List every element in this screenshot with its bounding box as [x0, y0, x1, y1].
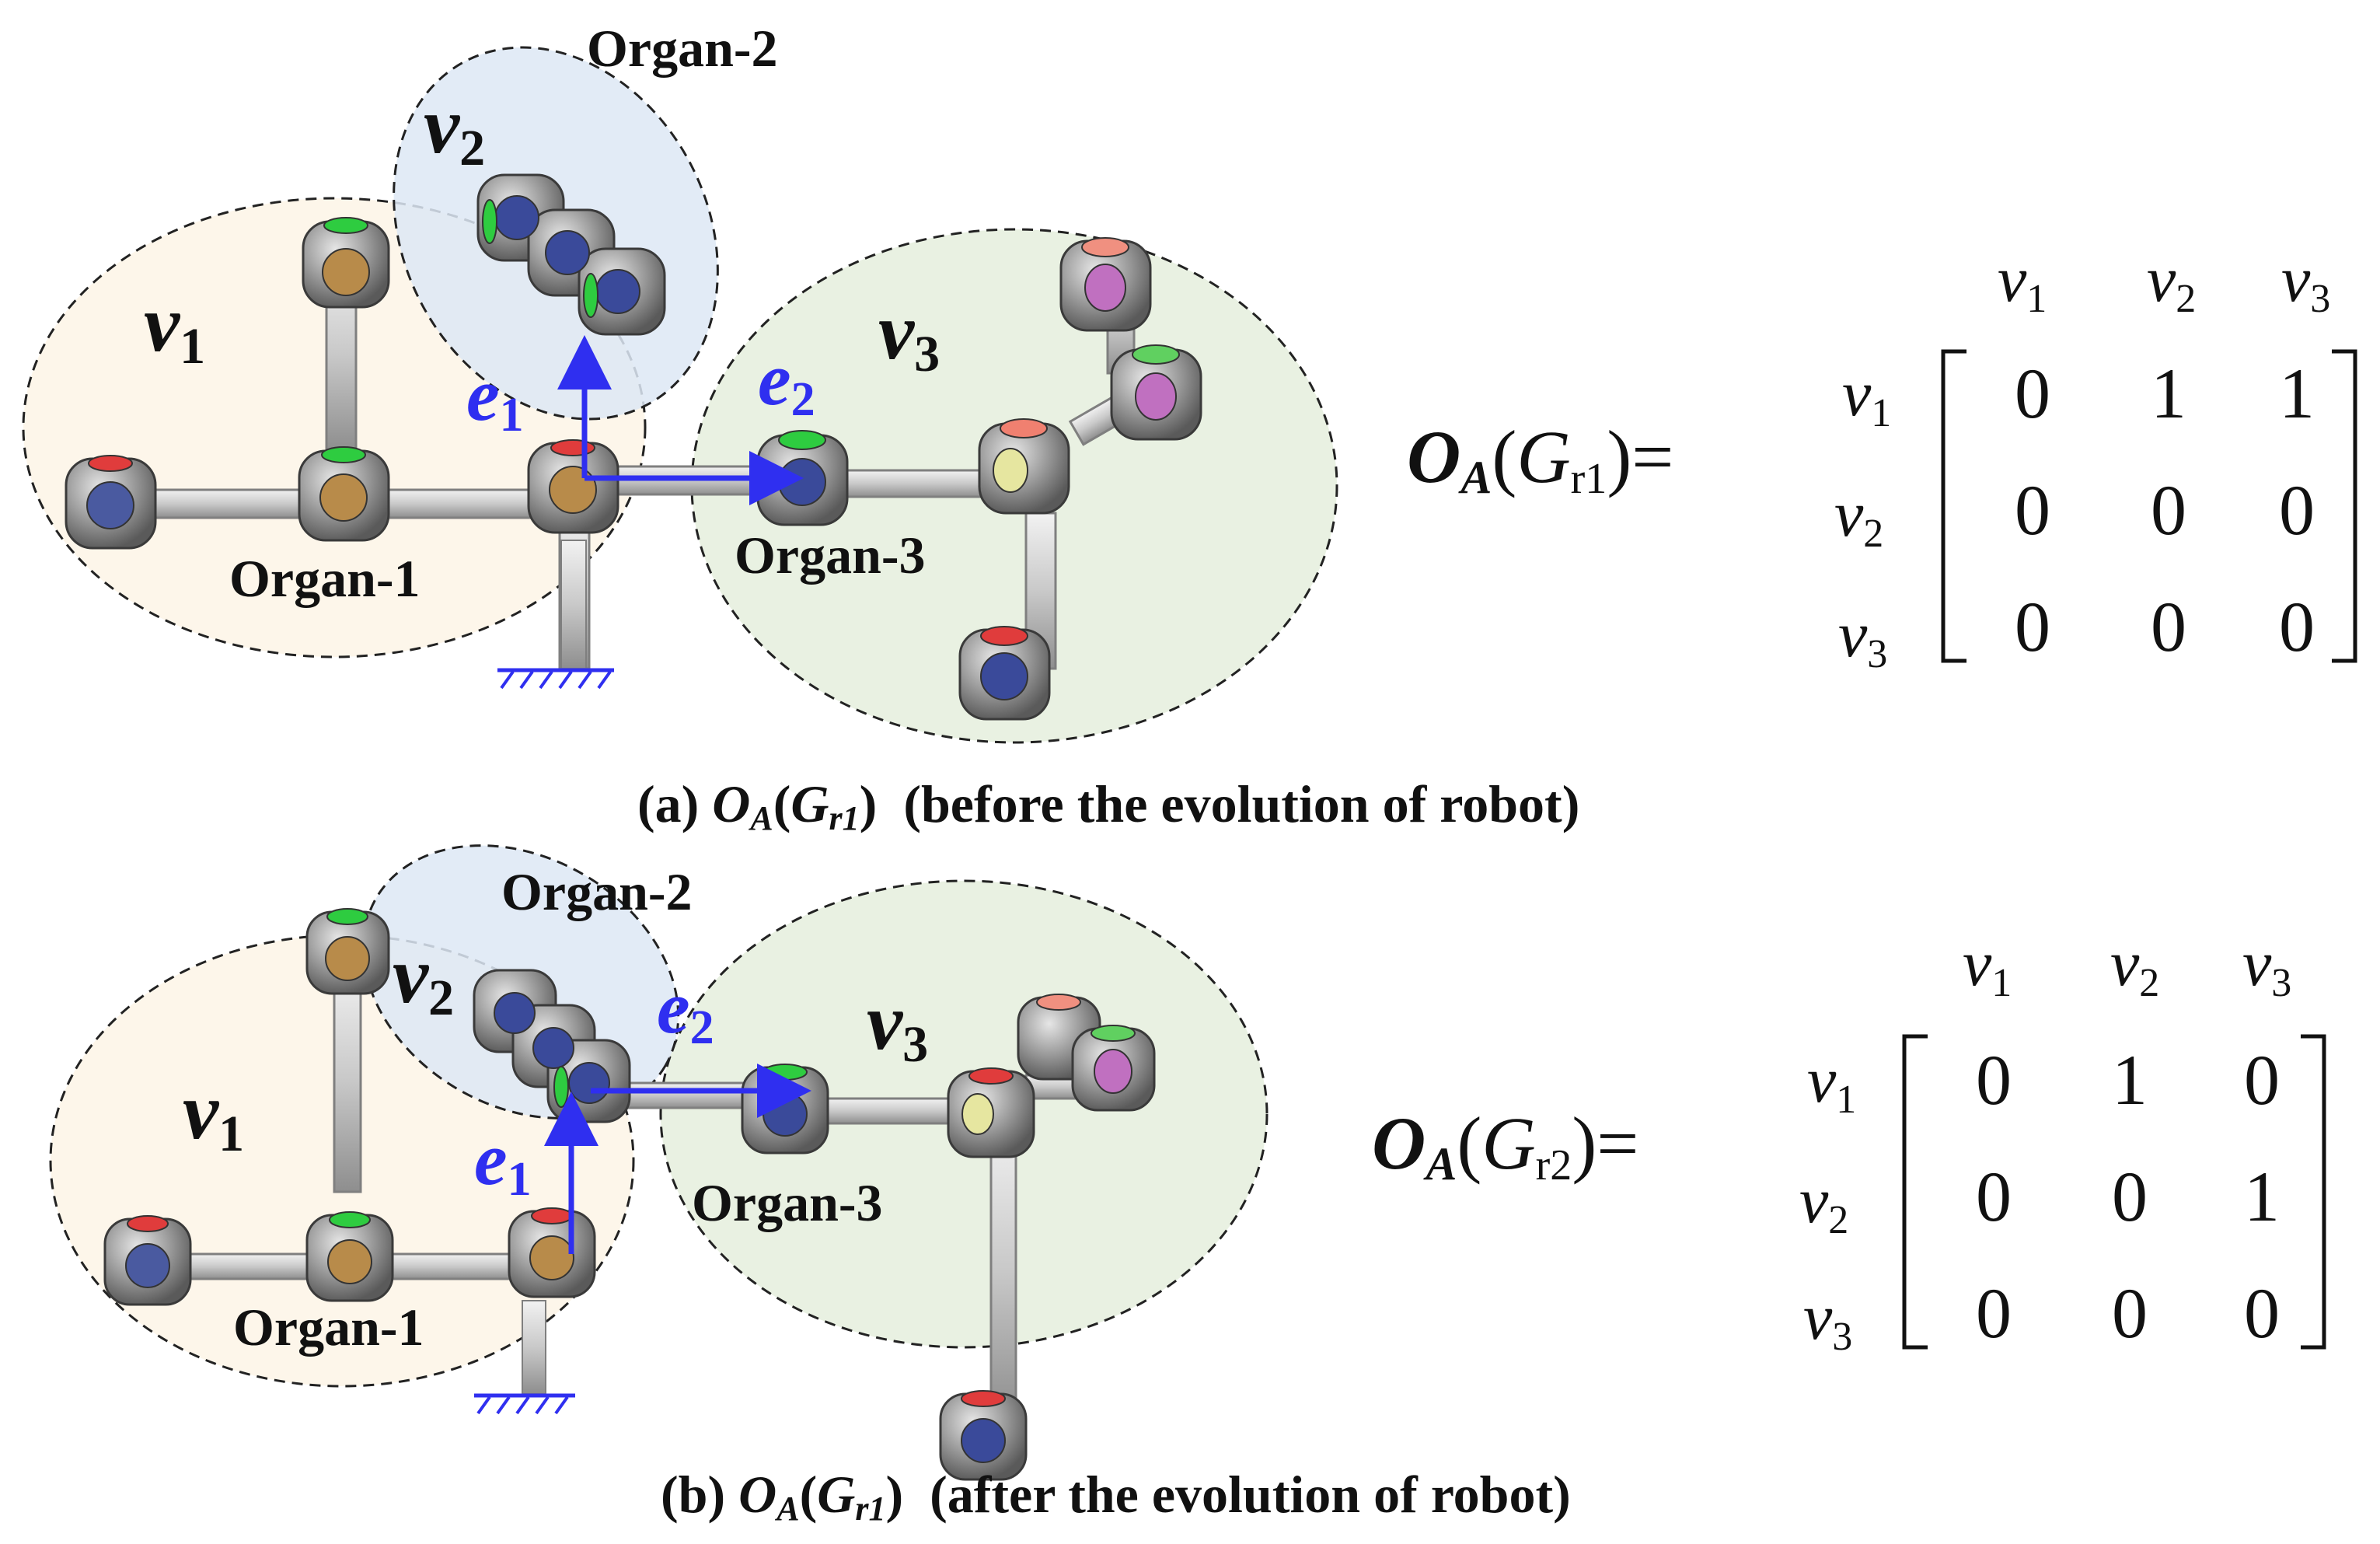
matrix-a-cell-1-3: 1 — [2279, 354, 2315, 433]
matrix-b-cell-2-3: 1 — [2244, 1157, 2280, 1236]
matrix-a-row-head-1: v1 — [1842, 358, 1892, 435]
vertex-v3-label: v3 — [878, 287, 940, 383]
caption-b: (b) OA(Gr1) (after the evolution of robo… — [661, 1465, 1571, 1528]
matrix-b-cell-1-2: 1 — [2112, 1040, 2148, 1120]
matrix-brackets-a — [1941, 349, 2357, 663]
matrix-a-cell-2-2: 0 — [2151, 470, 2186, 550]
matrix-a-row-head-3: v3 — [1838, 599, 1888, 676]
matrix-a-cell-3-2: 0 — [2151, 587, 2186, 666]
matrix-b-cell-3-3: 0 — [2244, 1273, 2280, 1353]
matrix-b-cell-1-1: 0 — [1976, 1040, 2012, 1120]
matrix-b-row-head-2: v2 — [1799, 1165, 1849, 1242]
vertex-v2-label: v2 — [424, 81, 486, 176]
matrix-a-col-head-1: v1 — [1998, 243, 2047, 321]
equation-b: OA(Gr2)= — [1372, 1102, 1639, 1189]
matrix-brackets-b — [1902, 1034, 2326, 1350]
matrix-a-cell-1-2: 1 — [2151, 354, 2186, 433]
panel-a: Organ-2 Organ-1 Organ-3 v1 v2 v3 e1 e2 O… — [22, 19, 2357, 836]
vertex-v2-label: v2 — [393, 931, 455, 1026]
matrix-a-row-head-2: v2 — [1834, 478, 1884, 556]
matrix-b-cell-3-1: 0 — [1976, 1273, 2012, 1353]
matrix-b-col-head-1: v1 — [1963, 927, 2012, 1005]
matrix-a-cell-2-1: 0 — [2015, 470, 2050, 550]
equation-a: OA(Gr1)= — [1407, 415, 1674, 503]
robot-diagram-b — [49, 844, 2326, 1481]
matrix-b-cell-1-3: 0 — [2244, 1040, 2280, 1120]
robot-diagram-a — [22, 46, 2357, 744]
edge-arrows — [557, 335, 804, 505]
organ-2-label: Organ-2 — [501, 862, 693, 921]
matrix-b-cell-3-2: 0 — [2112, 1273, 2148, 1353]
ground-base — [474, 1300, 575, 1415]
organ-3-label: Organ-3 — [692, 1173, 883, 1232]
edge-e2-label: e2 — [657, 966, 714, 1054]
matrix-b-col-head-2: v2 — [2110, 927, 2160, 1005]
organ-2-label: Organ-2 — [587, 19, 778, 78]
organ-1-label: Organ-1 — [233, 1298, 424, 1357]
matrix-b-row-head-3: v3 — [1803, 1281, 1853, 1359]
panel-b: Organ-2 Organ-1 Organ-3 v1 v2 v3 e1 e2 O… — [0, 772, 2380, 1544]
matrix-a-cell-1-1: 0 — [2015, 354, 2050, 433]
edge-e1-label: e1 — [466, 353, 524, 442]
matrix-a-cell-3-1: 0 — [2015, 587, 2050, 666]
matrix-b-row-head-1: v1 — [1807, 1044, 1857, 1122]
matrix-b-cell-2-2: 0 — [2112, 1157, 2148, 1236]
matrix-b-col-head-3: v3 — [2242, 927, 2292, 1005]
matrix-a-cell-2-3: 0 — [2279, 470, 2315, 550]
matrix-b-cell-2-1: 0 — [1976, 1157, 2012, 1236]
organ-3-label: Organ-3 — [735, 526, 926, 585]
caption-a: (a) OA(Gr1) (before the evolution of rob… — [637, 774, 1580, 837]
edge-e2-label: e2 — [758, 337, 815, 426]
edge-e1-label: e1 — [474, 1117, 532, 1206]
vertex-v3-label: v3 — [867, 977, 929, 1073]
matrix-a-col-head-2: v2 — [2147, 243, 2197, 321]
vertex-v1-label: v1 — [144, 279, 206, 375]
matrix-a-col-head-3: v3 — [2281, 243, 2331, 321]
matrix-a-cell-3-3: 0 — [2279, 587, 2315, 666]
vertex-v1-label: v1 — [183, 1067, 245, 1162]
ground-base — [497, 540, 614, 690]
organ-1-label: Organ-1 — [229, 549, 421, 608]
edge-arrows — [544, 1064, 811, 1254]
